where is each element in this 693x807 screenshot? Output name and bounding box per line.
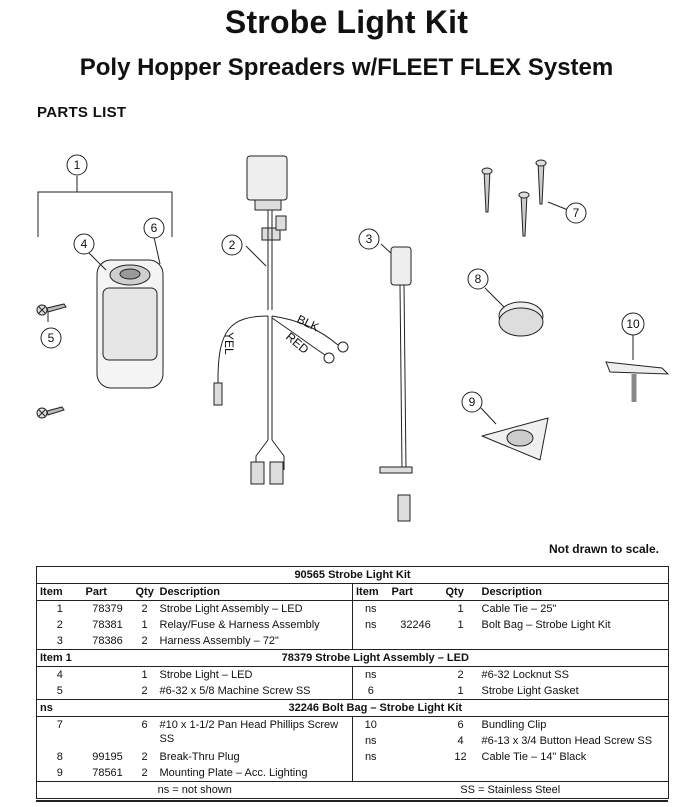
svg-text:7: 7	[573, 206, 580, 220]
scale-note: Not drawn to scale.	[548, 542, 659, 556]
item-1-bracket	[37, 176, 173, 237]
svg-text:5: 5	[48, 331, 55, 345]
header-qty: Qty	[442, 583, 479, 601]
assembly-title: 78379 Strobe Light Assembly – LED	[82, 649, 670, 667]
kit-title: 90565 Strobe Light Kit	[35, 566, 670, 584]
callout-5: 5	[40, 327, 62, 349]
bolt-bag-item: ns	[36, 699, 83, 717]
table-row: 7 6 #10 x 1-1/2 Pan Head Phillips Screw …	[36, 716, 670, 745]
callout-10: 10	[621, 312, 645, 336]
assembly-header-row: Item 1 78379 Strobe Light Assembly – LED	[36, 649, 670, 667]
table-footer: ns = not shown SS = Stainless Steel	[36, 781, 670, 799]
page-title: Strobe Light Kit	[224, 4, 469, 40]
table-row: 1 78379 2 Strobe Light Assembly – LED ns…	[36, 600, 670, 617]
pan-head-screw-illustration	[481, 159, 569, 237]
table-row: 5 2 #6-32 x 5/8 Machine Screw SS 6 1 Str…	[36, 683, 670, 700]
assembly-item: Item 1	[36, 649, 83, 667]
wire-label-red: RED	[283, 330, 312, 357]
table-row: 4 1 Strobe Light – LED ns 2 #6-32 Locknu…	[36, 666, 670, 683]
svg-text:4: 4	[81, 237, 88, 251]
callout-9: 9	[461, 391, 483, 413]
parts-diagram: 1 2 3 4 5 6 7 8 9 10 BLK RED YEL	[36, 154, 670, 522]
bundling-clip-illustration	[605, 335, 670, 402]
svg-text:2: 2	[229, 238, 236, 252]
break-thru-plug-illustration	[484, 287, 544, 337]
wire-label-yel: YEL	[222, 332, 236, 355]
svg-text:3: 3	[366, 232, 373, 246]
bolt-bag-title: 32246 Bolt Bag – Strobe Light Kit	[82, 699, 670, 717]
table-row: 9 78561 2 Mounting Plate – Acc. Lighting	[36, 765, 670, 782]
footer-ss-note: SS = Stainless Steel	[352, 781, 670, 799]
table-row: 8 99195 2 Break-Thru Plug ns 12 Cable Ti…	[36, 749, 670, 765]
header-qty: Qty	[132, 583, 157, 601]
relay-harness-illustration	[213, 155, 349, 485]
callout-2: 2	[221, 234, 243, 256]
bottom-rule	[36, 800, 668, 802]
svg-text:8: 8	[475, 272, 482, 286]
page-subtitle: Poly Hopper Spreaders w/FLEET FLEX Syste…	[79, 54, 614, 81]
machine-screw-illustration	[36, 303, 67, 419]
svg-text:1: 1	[74, 158, 81, 172]
svg-text:9: 9	[469, 395, 476, 409]
header-description: Description	[156, 583, 353, 601]
callout-6: 6	[143, 217, 165, 239]
table-row: 3 78386 2 Harness Assembly – 72"	[36, 633, 670, 650]
strobe-light-illustration	[85, 236, 164, 389]
callout-8: 8	[467, 268, 489, 290]
section-heading: PARTS LIST	[37, 104, 127, 121]
header-description: Description	[478, 583, 670, 601]
harness-assembly-illustration	[379, 243, 413, 522]
table-row: ns 4 #6-13 x 3/4 Button Head Screw SS	[36, 733, 670, 749]
svg-text:10: 10	[626, 317, 640, 331]
header-part: Part	[388, 583, 443, 601]
parts-table: 90565 Strobe Light Kit Item Part Qty Des…	[35, 566, 670, 799]
callout-7: 7	[565, 202, 587, 224]
svg-text:6: 6	[151, 221, 158, 235]
mounting-plate-illustration	[480, 407, 549, 461]
table-row: 2 78381 1 Relay/Fuse & Harness Assembly …	[36, 617, 670, 633]
header-part: Part	[82, 583, 133, 601]
header-item: Item	[352, 583, 389, 601]
bolt-bag-header-row: ns 32246 Bolt Bag – Strobe Light Kit	[36, 699, 670, 717]
footer-ns-note: ns = not shown	[36, 781, 353, 799]
callout-4: 4	[73, 233, 95, 255]
header-item: Item	[36, 583, 83, 601]
callout-1: 1	[66, 154, 88, 176]
callout-3: 3	[358, 228, 380, 250]
